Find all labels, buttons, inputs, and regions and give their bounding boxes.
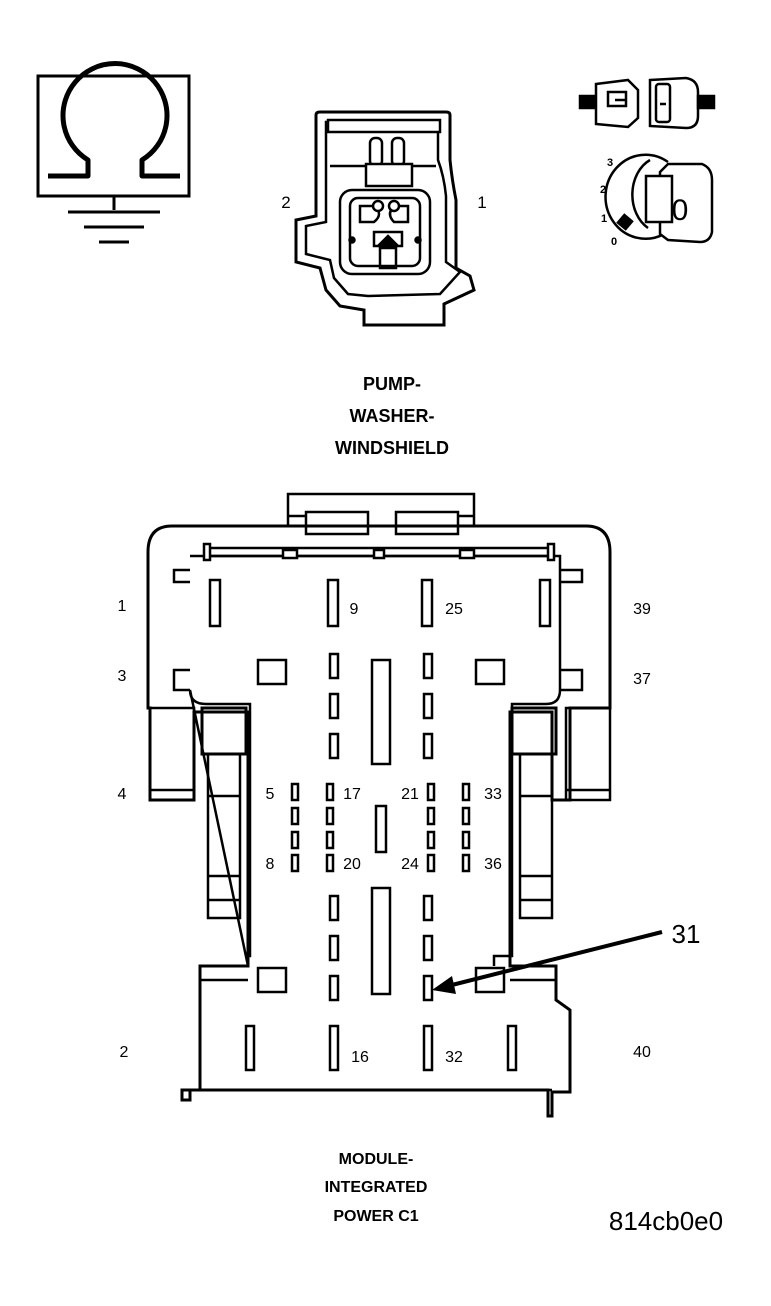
pin-label-25: 25 xyxy=(445,601,463,618)
pin-label-32: 32 xyxy=(445,1049,463,1066)
pin-label-3: 3 xyxy=(118,668,127,685)
pin-label-17: 17 xyxy=(343,786,361,803)
ignition-pos-2: 2 xyxy=(600,184,606,196)
pump-title-line-3: WINDSHIELD xyxy=(335,438,449,458)
pump-title-line-2: WASHER- xyxy=(350,406,435,426)
pin-label-4: 4 xyxy=(118,786,127,803)
ignition-pos-1: 1 xyxy=(601,213,607,225)
pump-pin-1-label: 1 xyxy=(477,193,486,212)
module-title-line-1: MODULE- xyxy=(339,1151,414,1168)
pin-31-callout-arrow xyxy=(432,930,663,994)
pin-label-20: 20 xyxy=(343,856,361,873)
connector-disconnect-icon xyxy=(578,76,716,130)
pin-label-21: 21 xyxy=(401,786,419,803)
pin-label-36: 36 xyxy=(484,856,502,873)
pin-label-40: 40 xyxy=(633,1044,651,1061)
ignition-pos-0: 0 xyxy=(611,236,617,248)
ignition-pos-3: 3 xyxy=(607,157,613,169)
pump-connector-face xyxy=(294,110,476,327)
module-pin-labels: 1 9 25 39 3 37 4 5 17 21 33 8 20 24 36 2… xyxy=(118,598,651,1066)
ignition-key-label: 0 xyxy=(672,194,689,227)
ignition-switch-off-icon: 3 2 1 0 0 xyxy=(600,153,714,248)
ohmmeter-ground-icon xyxy=(36,61,191,244)
module-title-line-3: POWER C1 xyxy=(333,1208,418,1225)
module-title-line-2: INTEGRATED xyxy=(325,1179,428,1196)
module-connector-face xyxy=(146,492,612,1118)
pin-label-33: 33 xyxy=(484,786,502,803)
pin-label-2: 2 xyxy=(120,1044,129,1061)
pin-31-callout-label: 31 xyxy=(672,919,701,949)
pin-label-1: 1 xyxy=(118,598,127,615)
pump-pin-2-label: 2 xyxy=(281,193,290,212)
pin-label-9: 9 xyxy=(350,601,359,618)
figure-id: 814cb0e0 xyxy=(609,1206,723,1236)
pin-label-37: 37 xyxy=(633,671,651,688)
pin-label-8: 8 xyxy=(266,856,275,873)
pin-label-16: 16 xyxy=(351,1049,369,1066)
pin-label-5: 5 xyxy=(266,786,275,803)
pin-label-39: 39 xyxy=(633,601,651,618)
pin-label-24: 24 xyxy=(401,856,419,873)
pump-title-line-1: PUMP- xyxy=(363,374,421,394)
